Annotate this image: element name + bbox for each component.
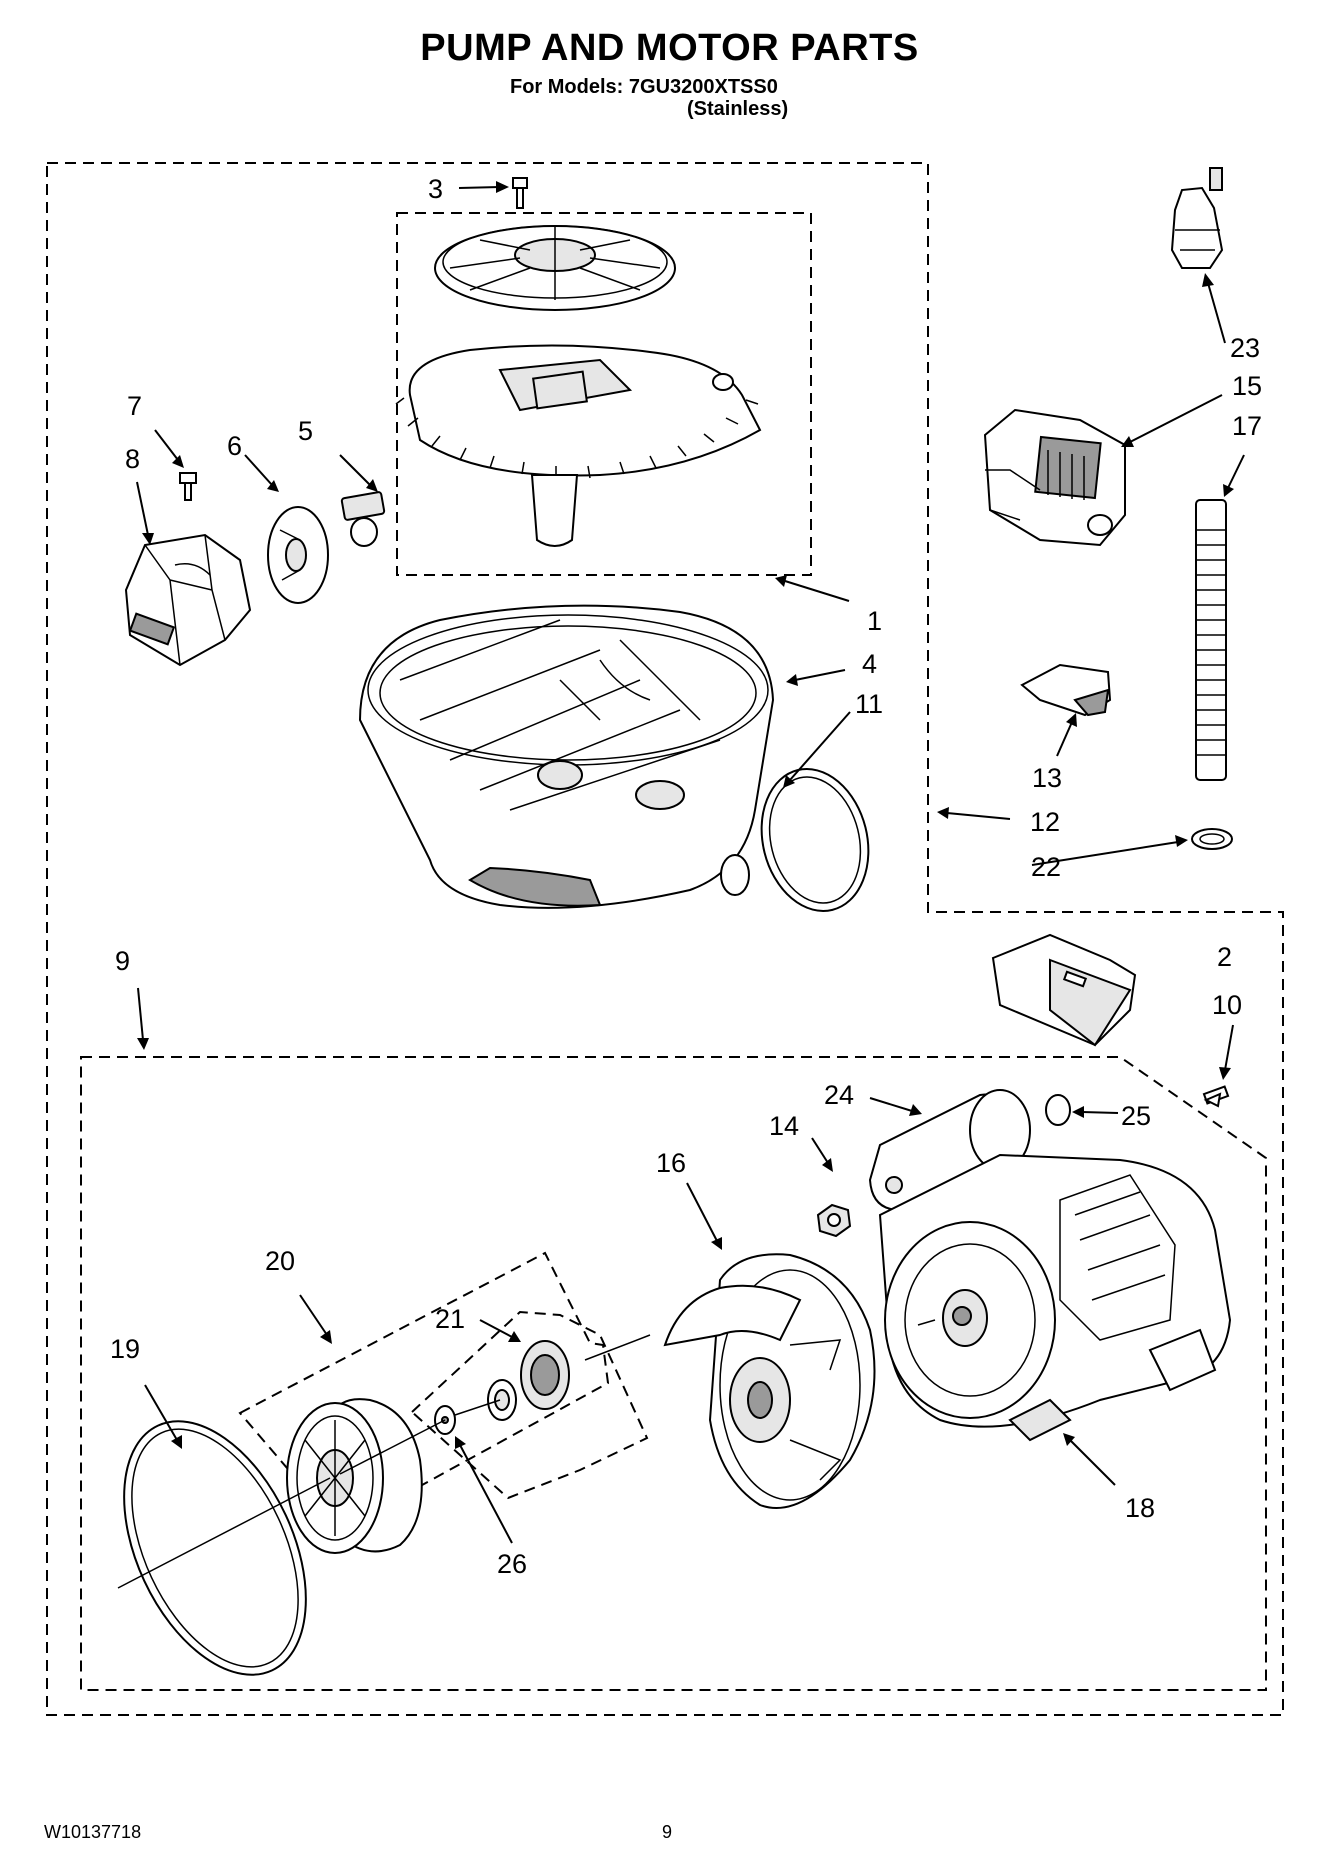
impeller-20 <box>286 1398 423 1554</box>
callout-14: 14 <box>769 1111 799 1141</box>
sensor-23 <box>1170 167 1224 269</box>
models-line: For Models: 7GU3200XTSS0 <box>510 76 778 98</box>
callout-5: 5 <box>298 416 313 446</box>
seal-21 <box>487 1340 570 1421</box>
pump-housing-16 <box>663 1253 876 1509</box>
leader-lines <box>136 181 1245 1544</box>
callout-17: 17 <box>1232 411 1262 441</box>
screw-10 <box>1202 1085 1230 1108</box>
callout-16: 16 <box>656 1148 686 1178</box>
callout-26: 26 <box>497 1549 527 1579</box>
screw-7 <box>179 472 197 501</box>
callout-8: 8 <box>125 444 140 474</box>
impeller-cap-6 <box>267 506 329 604</box>
sump-housing <box>358 604 775 909</box>
bracket-cover-2 <box>991 933 1137 1047</box>
capacitor-24 <box>868 1089 1031 1212</box>
callout-21: 21 <box>435 1304 465 1334</box>
callout-10: 10 <box>1212 990 1242 1020</box>
callout-3: 3 <box>428 174 443 204</box>
callout-2: 2 <box>1217 942 1232 972</box>
callout-11: 11 <box>855 689 883 719</box>
callout-7: 7 <box>127 391 142 421</box>
callout-12: 12 <box>1030 807 1060 837</box>
washer-25 <box>1045 1094 1071 1126</box>
callout-25: 25 <box>1121 1101 1151 1131</box>
callout-6: 6 <box>227 431 242 461</box>
screw-3 <box>512 177 528 209</box>
diverter-motor-15 <box>983 408 1126 547</box>
document-number: W10137718 <box>44 1822 142 1842</box>
callout-18: 18 <box>1125 1493 1155 1523</box>
callout-20: 20 <box>265 1246 295 1276</box>
clamp-22 <box>1191 828 1233 850</box>
sump-lid-group-outline <box>396 212 812 576</box>
callout-22: 22 <box>1031 852 1061 882</box>
motor-18 <box>878 1153 1232 1442</box>
seal-ring-11 <box>760 768 870 912</box>
callout-labels: 1 2 3 4 5 6 7 8 9 10 11 12 13 14 15 16 1… <box>110 174 1262 1579</box>
gasket-19 <box>123 1420 307 1676</box>
variant-line: (Stainless) <box>687 98 789 120</box>
drain-pump-8 <box>124 533 252 667</box>
hose-17 <box>1195 499 1227 781</box>
assembly-axis <box>117 1334 651 1589</box>
page-number: 9 <box>662 1822 673 1842</box>
callout-15: 15 <box>1232 371 1262 401</box>
pump-motor-group-outline <box>80 1056 1267 1691</box>
clip-13 <box>1020 663 1112 717</box>
sump-lid-assembly <box>395 225 762 547</box>
pad-5 <box>340 491 386 547</box>
callout-13: 13 <box>1032 763 1062 793</box>
callout-23: 23 <box>1230 333 1260 363</box>
callout-9: 9 <box>115 946 130 976</box>
callout-24: 24 <box>824 1080 854 1110</box>
page-title: PUMP AND MOTOR PARTS <box>420 27 919 69</box>
seal-group-outline <box>410 1310 649 1500</box>
callout-4: 4 <box>862 649 877 679</box>
callout-1: 1 <box>867 606 882 636</box>
outer-group-outline <box>46 162 1284 1716</box>
nut-14 <box>816 1203 852 1238</box>
callout-19: 19 <box>110 1334 140 1364</box>
